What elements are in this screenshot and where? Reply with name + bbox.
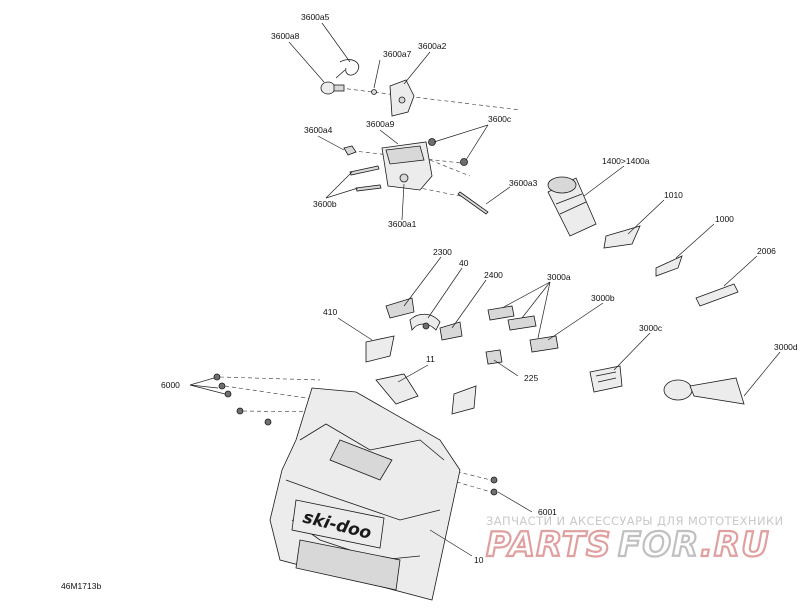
callout-1400-1400a: 1400>1400a — [602, 156, 650, 166]
watermark-tagline: ЗАПЧАСТИ И АКСЕССУАРЫ ДЛЯ МОТОТЕХНИКИ — [486, 514, 784, 528]
diagram-reference-code: 46M1713b — [61, 581, 101, 591]
bracket-assembly — [320, 59, 521, 215]
callout-2300: 2300 — [433, 247, 452, 257]
callout-3600a8: 3600a8 — [271, 31, 300, 41]
callout-3600a2: 3600a2 — [418, 41, 447, 51]
callout-410: 410 — [323, 307, 337, 317]
callout-3600b: 3600b — [313, 199, 337, 209]
callout-3600a3: 3600a3 — [509, 178, 538, 188]
callout-6000: 6000 — [161, 380, 180, 390]
callout-2006: 2006 — [757, 246, 776, 256]
leader-lines — [189, 22, 781, 557]
watermark-logo-ru: .RU — [700, 525, 770, 565]
callout-3600a7: 3600a7 — [383, 49, 412, 59]
callout-2400: 2400 — [484, 270, 503, 280]
callout-1000: 1000 — [715, 214, 734, 224]
callout-3600c: 3600c — [488, 114, 512, 124]
watermark-logo-for: FOR — [618, 525, 699, 565]
callout-3000d: 3000d — [774, 342, 798, 352]
callout-6001: 6001 — [538, 507, 557, 517]
callout-3600a1: 3600a1 — [388, 219, 417, 229]
callout-3000c: 3000c — [639, 323, 663, 333]
callout-3600a5: 3600a5 — [301, 12, 330, 22]
watermark-logo-parts: PARTS — [486, 525, 611, 565]
callout-3000b: 3000b — [591, 293, 615, 303]
callout-3600a4: 3600a4 — [304, 125, 333, 135]
gauge-parts — [365, 297, 559, 415]
watermark: ЗАПЧАСТИ И АКСЕССУАРЫ ДЛЯ МОТОТЕХНИКИ PA… — [485, 514, 784, 566]
callout-10: 10 — [474, 555, 484, 565]
callout-225: 225 — [524, 373, 538, 383]
accessory-parts — [547, 176, 745, 405]
callout-3000a: 3000a — [547, 272, 571, 282]
callout-1010: 1010 — [664, 190, 683, 200]
callout-40: 40 — [459, 258, 469, 268]
callout-11: 11 — [426, 354, 435, 364]
front-hood: ski-doo — [213, 373, 498, 601]
callout-3600a9: 3600a9 — [366, 119, 395, 129]
callout-labels: 3600a5 3600a8 3600a7 3600a2 3600a4 3600a… — [61, 12, 798, 591]
